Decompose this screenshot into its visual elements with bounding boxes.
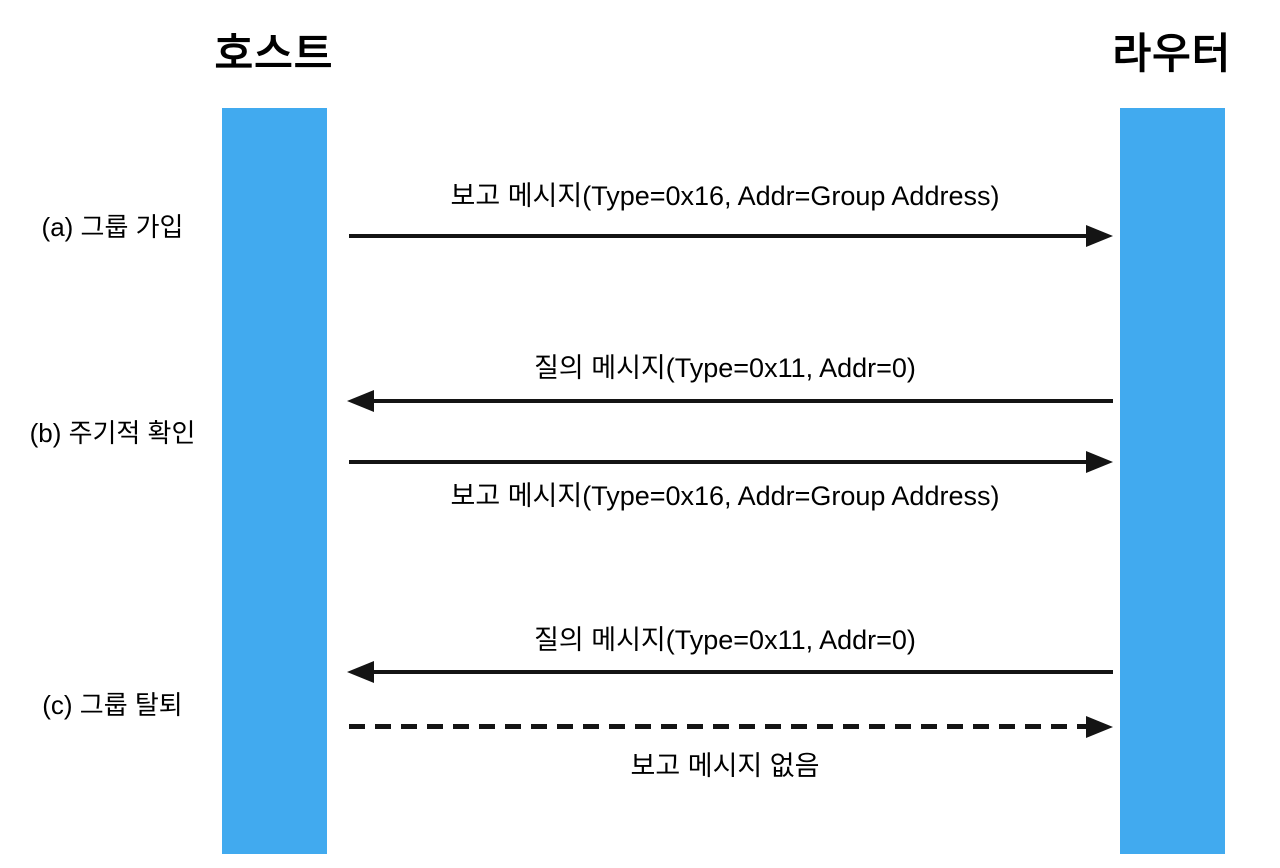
step-label-group-leave: (c) 그룹 탈퇴	[42, 690, 183, 720]
message-label-no-report: 보고 메시지 없음	[630, 751, 820, 781]
arrow-shaft	[369, 670, 1113, 674]
arrowhead-right-icon	[1086, 451, 1113, 473]
message-label-report-periodic: 보고 메시지(Type=0x16, Addr=Group Address)	[450, 481, 1000, 511]
arrow-shaft	[349, 460, 1091, 464]
actor-title-router: 라우터	[1112, 30, 1232, 77]
arrow-shaft-dashed	[349, 724, 1091, 729]
host-lifeline-bar	[222, 108, 327, 854]
arrow-shaft	[349, 234, 1091, 238]
arrowhead-left-icon	[347, 390, 374, 412]
arrow-shaft	[369, 399, 1113, 403]
arrowhead-left-icon	[347, 661, 374, 683]
router-lifeline-bar	[1120, 108, 1225, 854]
message-label-report-join: 보고 메시지(Type=0x16, Addr=Group Address)	[450, 181, 1000, 211]
message-arrow-no-report	[347, 716, 1113, 738]
message-label-query-1: 질의 메시지(Type=0x11, Addr=0)	[534, 353, 916, 383]
step-label-periodic-check: (b) 주기적 확인	[29, 418, 196, 448]
message-label-query-2: 질의 메시지(Type=0x11, Addr=0)	[534, 625, 916, 655]
message-arrow-report-periodic	[347, 451, 1113, 473]
arrowhead-right-icon	[1086, 225, 1113, 247]
message-arrow-query-2	[347, 661, 1113, 683]
step-label-group-join: (a) 그룹 가입	[41, 212, 184, 242]
message-arrow-report-join	[347, 225, 1113, 247]
actor-title-host: 호스트	[214, 30, 334, 77]
arrowhead-right-icon	[1086, 716, 1113, 738]
message-arrow-query-1	[347, 390, 1113, 412]
